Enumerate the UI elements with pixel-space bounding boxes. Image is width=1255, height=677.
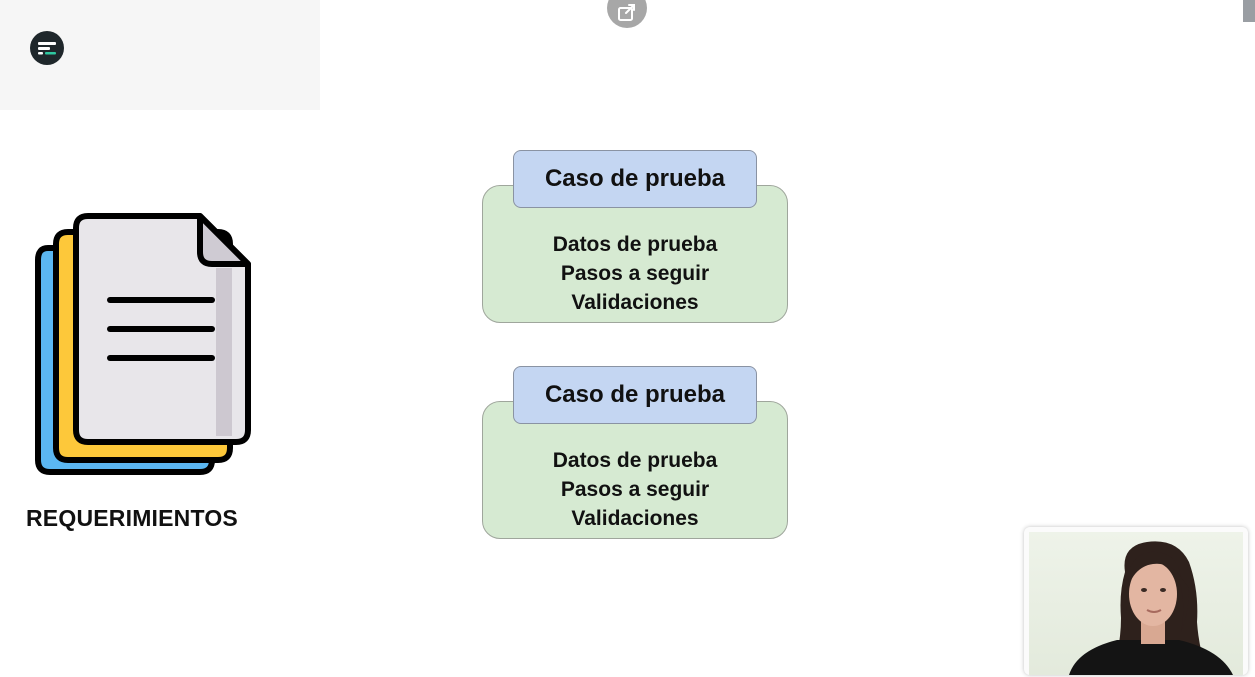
presenter-video-frame [1029, 532, 1243, 675]
test-case-title: Caso de prueba [513, 150, 757, 208]
test-case-title: Caso de prueba [513, 366, 757, 424]
test-case-card: Datos de prueba Pasos a seguir Validacio… [482, 366, 788, 539]
corner-indicator [1243, 0, 1255, 22]
app-logo-icon[interactable] [30, 31, 64, 65]
test-case-card: Datos de prueba Pasos a seguir Validacio… [482, 150, 788, 323]
steps-line: Pasos a seguir [560, 478, 710, 501]
validations-line: Validaciones [571, 507, 699, 530]
test-case-body: Datos de prueba Pasos a seguir Validacio… [482, 401, 788, 539]
steps-line: Pasos a seguir [560, 262, 710, 285]
validations-line: Validaciones [571, 291, 699, 314]
presenter-video[interactable] [1024, 527, 1248, 675]
requirements-label: REQUERIMIENTOS [26, 505, 238, 531]
popout-button[interactable] [607, 0, 647, 28]
test-data-line: Datos de prueba [552, 449, 718, 472]
test-case-body: Datos de prueba Pasos a seguir Validacio… [482, 185, 788, 323]
presenter-silhouette [1069, 541, 1233, 675]
popout-icon [618, 4, 635, 21]
document-stack-icon [35, 213, 251, 475]
test-data-line: Datos de prueba [552, 233, 718, 256]
logo-panel [0, 0, 320, 110]
